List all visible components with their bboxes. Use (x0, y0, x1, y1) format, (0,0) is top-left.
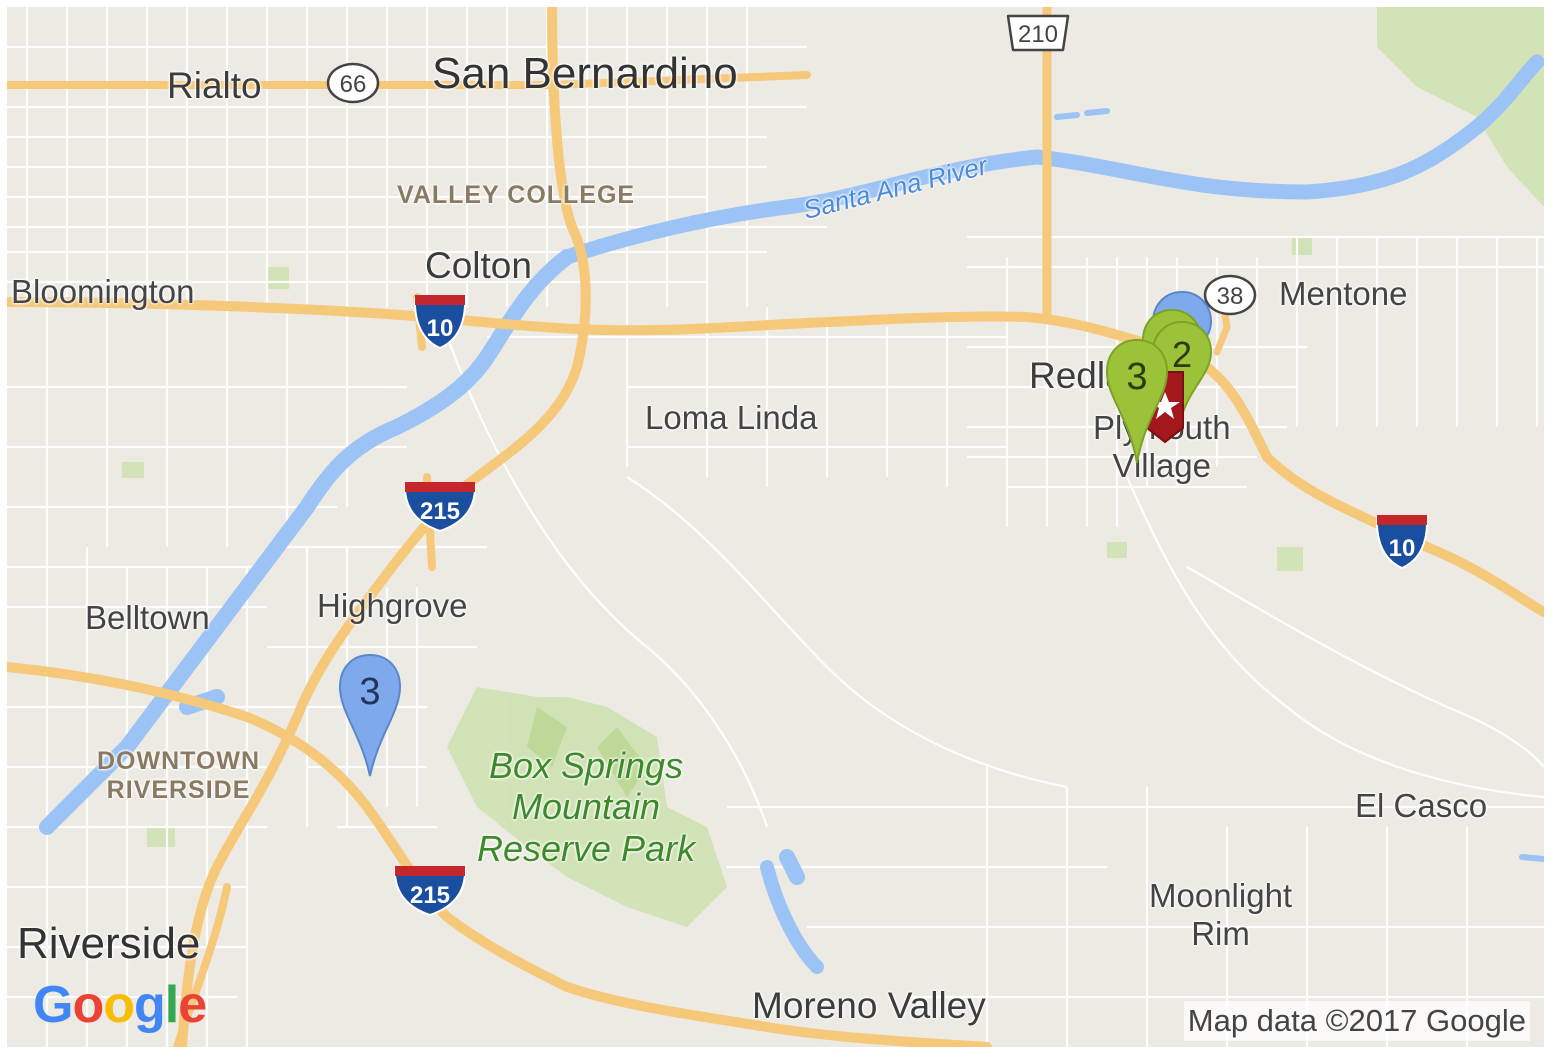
google-logo[interactable]: Google (33, 975, 207, 1035)
i10-west-label: 10 (427, 315, 454, 342)
label-moreno-valley: Moreno Valley (752, 985, 986, 1026)
route-210-label: 210 (1018, 21, 1058, 48)
route-210-shield: 210 (1006, 14, 1070, 52)
label-bloomington: Bloomington (11, 273, 195, 310)
label-rialto: Rialto (167, 65, 262, 106)
logo-letter: g (133, 976, 166, 1034)
marker-blue-3-count: 3 (359, 671, 380, 713)
park-areas (122, 7, 1544, 927)
label-valley-college: VALLEY COLLEGE (397, 181, 636, 209)
label-san-bernardino: San Bernardino (432, 49, 738, 98)
label-moonlight-rim: Moonlight Rim (1149, 877, 1293, 952)
i215-north-label: 215 (420, 498, 460, 525)
interstate-215-shield-north: 215 (403, 482, 477, 533)
map-attribution[interactable]: Map data ©2017 Google (1183, 1001, 1530, 1041)
route-66-shield: 66 (326, 62, 380, 104)
label-highgrove: Highgrove (317, 587, 468, 624)
star-icon (1150, 392, 1180, 419)
interstate-215-shield-south: 215 (393, 866, 467, 917)
map-base-layer (7, 7, 1544, 1047)
route-66-label: 66 (340, 71, 367, 98)
label-colton: Colton (425, 245, 532, 286)
logo-letter: o (103, 976, 135, 1034)
route-38-label: 38 (1217, 283, 1244, 310)
logo-letter: G (33, 976, 73, 1034)
logo-letter: l (164, 976, 179, 1034)
marker-green-2-count: 2 (1172, 334, 1192, 375)
i10-east-label: 10 (1389, 535, 1416, 562)
marker-green-cluster-3[interactable]: 3 (1101, 337, 1173, 467)
label-belltown: Belltown (85, 599, 210, 636)
label-box-springs-park: Box Springs Mountain Reserve Park (477, 745, 696, 869)
label-mentone: Mentone (1279, 275, 1408, 312)
label-riverside: Riverside (17, 919, 201, 968)
label-loma-linda: Loma Linda (645, 399, 818, 436)
marker-blue-cluster-highgrove[interactable]: 3 (335, 652, 405, 780)
marker-green-3-count: 3 (1126, 356, 1147, 398)
logo-letter: o (72, 976, 104, 1034)
interstate-10-shield-west: 10 (413, 295, 467, 350)
interstate-10-shield-east: 10 (1375, 515, 1429, 570)
map-view[interactable]: 10 10 215 215 66 38 210 Rialto San Berna… (7, 7, 1544, 1047)
label-el-casco: El Casco (1355, 787, 1488, 824)
route-38-shield: 38 (1203, 274, 1257, 316)
label-downtown-riverside: DOWNTOWN RIVERSIDE (97, 747, 261, 804)
logo-letter: e (178, 976, 207, 1034)
i215-south-label: 215 (410, 882, 450, 909)
